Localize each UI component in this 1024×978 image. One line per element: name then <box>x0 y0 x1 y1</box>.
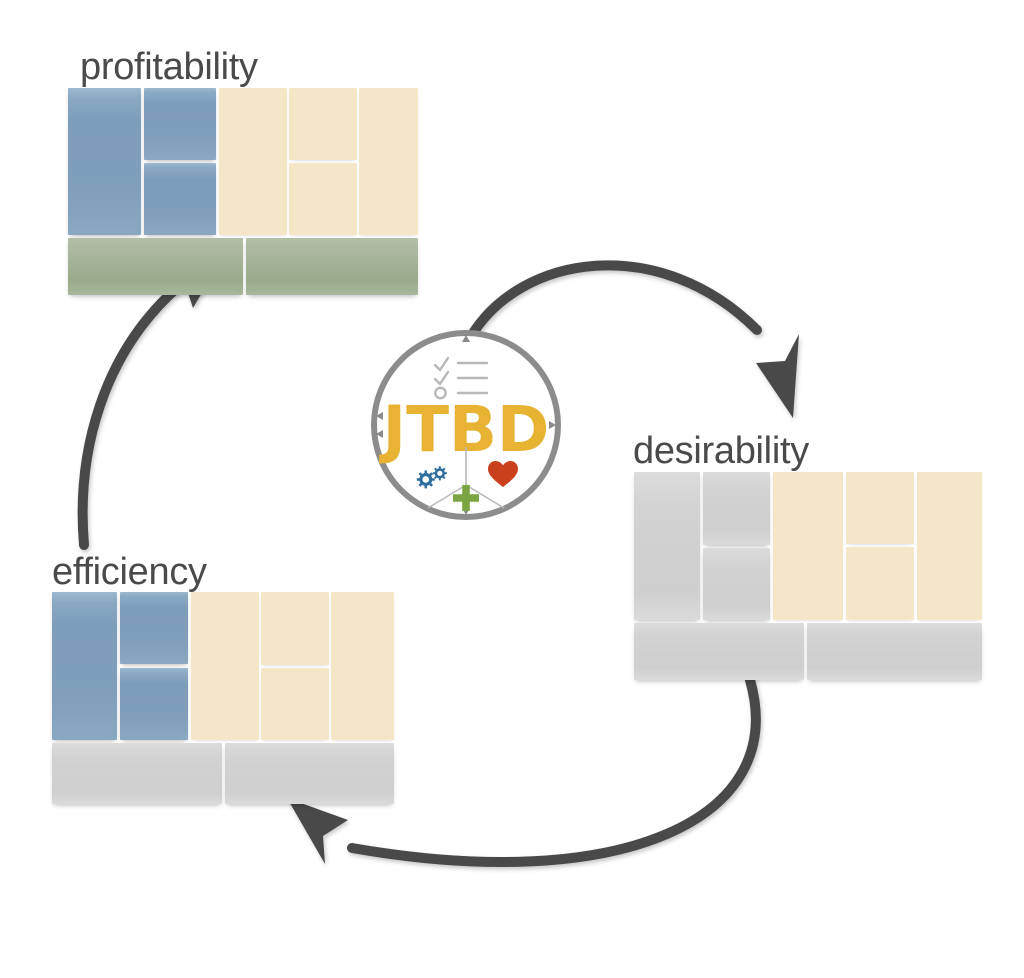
tile-gray-bar-left <box>52 743 222 804</box>
gears-icon <box>416 466 447 489</box>
tile-blue-tall-left <box>52 592 117 740</box>
tile-gray-upper <box>703 472 770 545</box>
tile-green-bar-right <box>246 238 418 295</box>
board-profitability <box>68 88 418 295</box>
checklist-icon <box>433 356 489 400</box>
tile-cream-tall-1 <box>773 472 843 620</box>
tile-blue-upper <box>144 88 216 160</box>
tile-gray-lower <box>703 548 770 620</box>
tile-cream-lower <box>289 163 357 235</box>
tile-gray-bar-right <box>807 623 982 680</box>
tile-cream-upper <box>261 592 329 665</box>
ring-tick-right <box>549 421 556 429</box>
panel-label-efficiency: efficiency <box>52 551 207 593</box>
panel-label-desirability: desirability <box>633 430 809 472</box>
tile-cream-tall-2 <box>331 592 394 740</box>
tile-cream-tall-2 <box>359 88 418 235</box>
tile-blue-upper <box>120 592 188 664</box>
tile-cream-upper <box>289 88 357 160</box>
tile-cream-tall-1 <box>191 592 259 740</box>
ring-tick-left-lower <box>376 430 383 438</box>
tile-blue-lower <box>120 668 188 740</box>
plus-cross-icon <box>453 485 479 511</box>
ring-tick-top <box>462 335 470 342</box>
tile-cream-lower <box>261 668 329 740</box>
arrow-efficiency-to-profitability <box>77 252 226 550</box>
tile-gray-bar-right <box>225 743 394 804</box>
ring-tick-left-upper <box>376 412 383 420</box>
board-desirability <box>634 472 982 680</box>
tile-cream-tall-2 <box>917 472 982 620</box>
tile-cream-tall-1 <box>219 88 287 235</box>
jtbd-badge[interactable]: JTBD <box>371 330 561 520</box>
tile-cream-upper <box>846 472 914 544</box>
tile-gray-tall-left <box>634 472 700 620</box>
tile-blue-lower <box>144 163 216 235</box>
tile-blue-tall-left <box>68 88 141 235</box>
panel-label-profitability: profitability <box>80 46 258 88</box>
board-efficiency <box>52 592 394 804</box>
jtbd-triad-divider <box>427 447 505 509</box>
tile-green-bar-left <box>68 238 243 295</box>
heart-icon <box>488 461 518 487</box>
jtbd-ring <box>371 330 561 520</box>
tile-gray-bar-left <box>634 623 804 680</box>
tile-cream-lower <box>846 547 914 620</box>
